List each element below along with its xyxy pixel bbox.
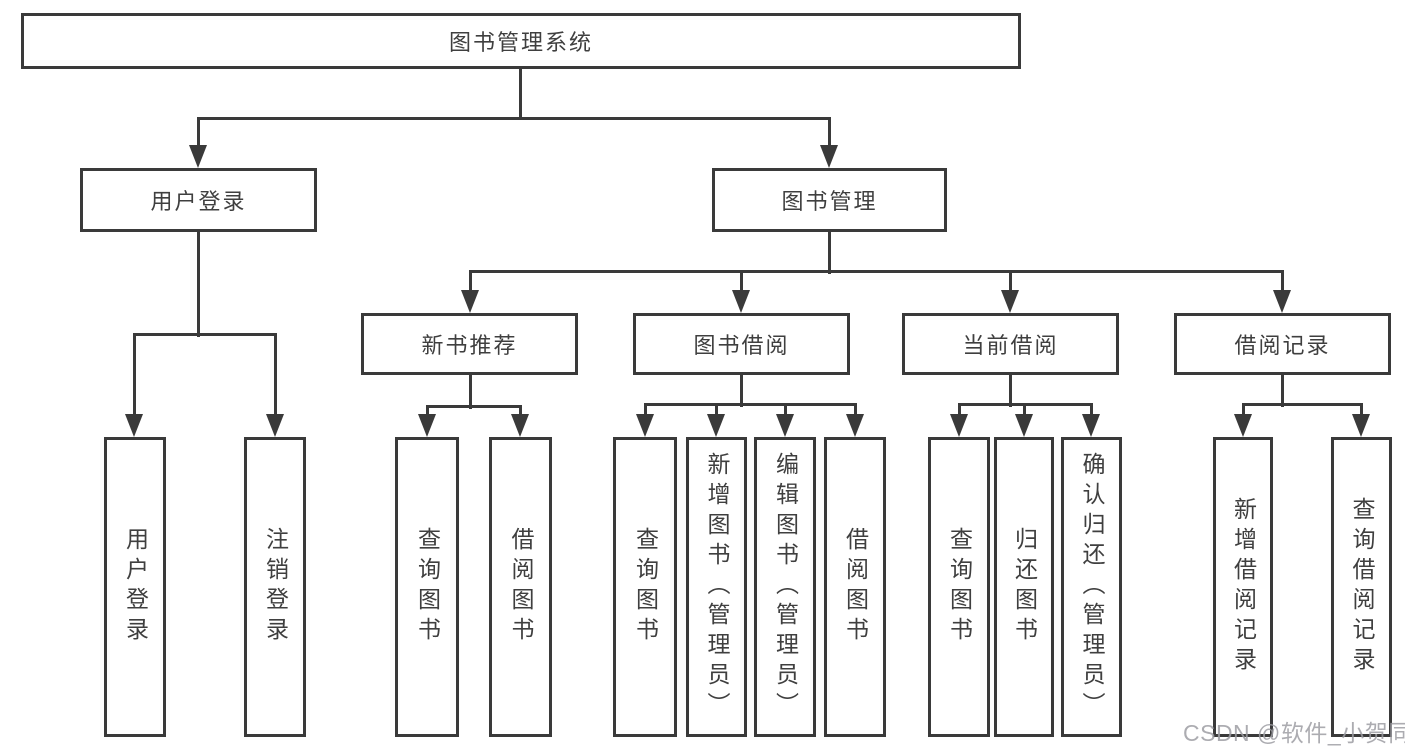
node-label: 查询图书 bbox=[632, 527, 659, 647]
arrow-down-icon bbox=[732, 290, 750, 313]
leaf-recommend-query-books: 查询图书 bbox=[395, 437, 459, 737]
node-book-borrowing: 图书借阅 bbox=[633, 313, 850, 375]
leaf-current-confirm-return-admin: 确认归还（管理员） bbox=[1061, 437, 1122, 737]
connector-line bbox=[274, 334, 277, 417]
connector-line bbox=[740, 271, 743, 293]
arrow-down-icon bbox=[266, 414, 284, 437]
node-label: 新增图书（管理员） bbox=[704, 452, 730, 722]
leaf-records-add-borrow-record: 新增借阅记录 bbox=[1213, 437, 1273, 737]
connector-line bbox=[469, 271, 472, 293]
arrow-down-icon bbox=[1082, 414, 1100, 437]
node-label: 查询图书 bbox=[414, 527, 441, 647]
arrow-down-icon bbox=[1015, 414, 1033, 437]
connector-line bbox=[426, 405, 522, 408]
node-user-login: 用户登录 bbox=[80, 168, 317, 232]
node-label: 编辑图书（管理员） bbox=[772, 452, 799, 722]
arrow-down-icon bbox=[125, 414, 143, 437]
connector-line bbox=[1281, 374, 1284, 407]
node-label: 确认归还（管理员） bbox=[1079, 452, 1105, 722]
arrow-down-icon bbox=[1352, 414, 1370, 437]
node-library-management-system: 图书管理系统 bbox=[21, 13, 1021, 69]
node-label: 借阅图书 bbox=[508, 527, 534, 647]
connector-line bbox=[958, 403, 1093, 406]
node-label: 当前借阅 bbox=[962, 333, 1059, 358]
node-label: 归还图书 bbox=[1011, 527, 1038, 647]
arrow-down-icon bbox=[511, 414, 529, 437]
node-label: 用户登录 bbox=[150, 189, 247, 214]
connector-line bbox=[828, 231, 831, 274]
connector-line bbox=[197, 231, 200, 337]
node-label: 查询图书 bbox=[946, 527, 973, 647]
arrow-down-icon bbox=[776, 414, 794, 437]
arrow-down-icon bbox=[189, 145, 207, 168]
arrow-down-icon bbox=[707, 414, 725, 437]
arrow-down-icon bbox=[820, 145, 838, 168]
leaf-logout: 注销登录 bbox=[244, 437, 306, 737]
connector-line bbox=[133, 334, 136, 417]
connector-line bbox=[1090, 404, 1093, 417]
connector-line bbox=[426, 406, 429, 417]
connector-line bbox=[828, 118, 831, 148]
connector-line bbox=[644, 403, 857, 406]
arrow-down-icon bbox=[1001, 290, 1019, 313]
connector-line bbox=[197, 118, 200, 148]
connector-line bbox=[1009, 271, 1012, 293]
node-label: 用户登录 bbox=[122, 527, 149, 647]
arrow-down-icon bbox=[461, 290, 479, 313]
node-label: 借阅图书 bbox=[842, 527, 869, 647]
arrow-down-icon bbox=[1273, 290, 1291, 313]
connector-line bbox=[519, 68, 522, 120]
leaf-current-query-books: 查询图书 bbox=[928, 437, 990, 737]
connector-line bbox=[784, 404, 787, 417]
arrow-down-icon bbox=[636, 414, 654, 437]
arrow-down-icon bbox=[418, 414, 436, 437]
connector-line bbox=[469, 270, 1284, 273]
node-label: 新书推荐 bbox=[421, 333, 518, 358]
leaf-recommend-borrow-books: 借阅图书 bbox=[489, 437, 552, 737]
connector-line bbox=[854, 404, 857, 417]
connector-line bbox=[133, 333, 277, 336]
connector-line bbox=[469, 374, 472, 409]
node-label: 图书管理 bbox=[781, 189, 878, 214]
arrow-down-icon bbox=[1234, 414, 1252, 437]
connector-line bbox=[1281, 271, 1284, 293]
connector-line bbox=[1242, 404, 1245, 417]
connector-line bbox=[740, 374, 743, 407]
node-label: 借阅记录 bbox=[1234, 333, 1331, 358]
connector-line bbox=[1023, 404, 1026, 417]
connector-line bbox=[1360, 404, 1363, 417]
node-label: 图书管理系统 bbox=[448, 30, 593, 55]
leaf-user-login: 用户登录 bbox=[104, 437, 166, 737]
leaf-current-return-books: 归还图书 bbox=[994, 437, 1054, 737]
connector-line bbox=[644, 404, 647, 417]
node-current-borrowing: 当前借阅 bbox=[902, 313, 1119, 375]
arrow-down-icon bbox=[950, 414, 968, 437]
node-label: 注销登录 bbox=[262, 527, 289, 647]
connector-line bbox=[519, 406, 522, 417]
node-label: 新增借阅记录 bbox=[1230, 497, 1257, 677]
connector-line bbox=[1242, 403, 1363, 406]
leaf-borrowing-query-books: 查询图书 bbox=[613, 437, 677, 737]
leaf-borrowing-add-books-admin: 新增图书（管理员） bbox=[686, 437, 747, 737]
connector-line bbox=[1009, 374, 1012, 407]
leaf-records-query-borrow-record: 查询借阅记录 bbox=[1331, 437, 1392, 737]
leaf-borrowing-edit-books-admin: 编辑图书（管理员） bbox=[754, 437, 816, 737]
node-book-management: 图书管理 bbox=[712, 168, 947, 232]
arrow-down-icon bbox=[846, 414, 864, 437]
connector-line bbox=[715, 404, 718, 417]
connector-line bbox=[197, 117, 831, 120]
leaf-borrowing-borrow-books: 借阅图书 bbox=[824, 437, 886, 737]
node-new-book-recommendation: 新书推荐 bbox=[361, 313, 578, 375]
node-borrowing-records: 借阅记录 bbox=[1174, 313, 1391, 375]
node-label: 图书借阅 bbox=[693, 333, 790, 358]
watermark: CSDN @软件_小贺同学 bbox=[1183, 720, 1405, 746]
connector-line bbox=[958, 404, 961, 417]
node-label: 查询借阅记录 bbox=[1349, 497, 1375, 677]
